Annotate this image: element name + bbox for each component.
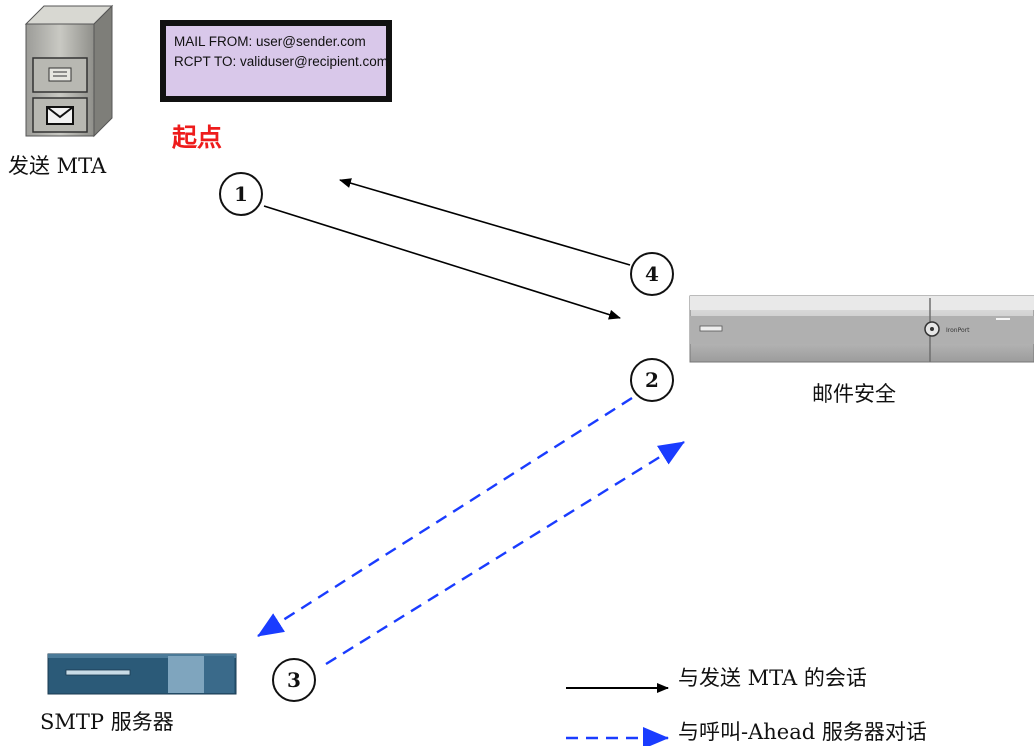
step-2-circle: 2	[630, 358, 674, 402]
sending-mta-label: 发送 MTA	[8, 154, 107, 178]
smtp-server-icon	[47, 653, 237, 695]
step-4-circle: 4	[630, 252, 674, 296]
legend-solid-label: 与发送 MTA 的会话	[678, 666, 867, 690]
legend-dashed-label: 与呼叫-Ahead 服务器对话	[678, 720, 927, 744]
appliance-brand-text: IronPort	[946, 327, 970, 334]
rcpt-to-line: RCPT TO: validuser@recipient.com	[174, 54, 389, 69]
sending-mta-icon	[24, 4, 114, 138]
arrow-step-3	[325, 440, 685, 666]
email-security-label: 邮件安全	[812, 382, 896, 406]
step-3-circle: 3	[272, 658, 316, 702]
step-1-circle: 1	[219, 172, 263, 216]
arrow-step-1	[263, 205, 621, 320]
arrow-step-4	[339, 178, 631, 266]
arrow-step-2	[257, 396, 633, 638]
start-label: 起点	[172, 123, 223, 152]
message-box: MAIL FROM: user@sender.com RCPT TO: vali…	[160, 20, 392, 102]
smtp-server-label: SMTP 服务器	[40, 710, 174, 734]
mail-from-line: MAIL FROM: user@sender.com	[174, 34, 366, 49]
email-security-appliance: IronPort	[689, 295, 1034, 363]
